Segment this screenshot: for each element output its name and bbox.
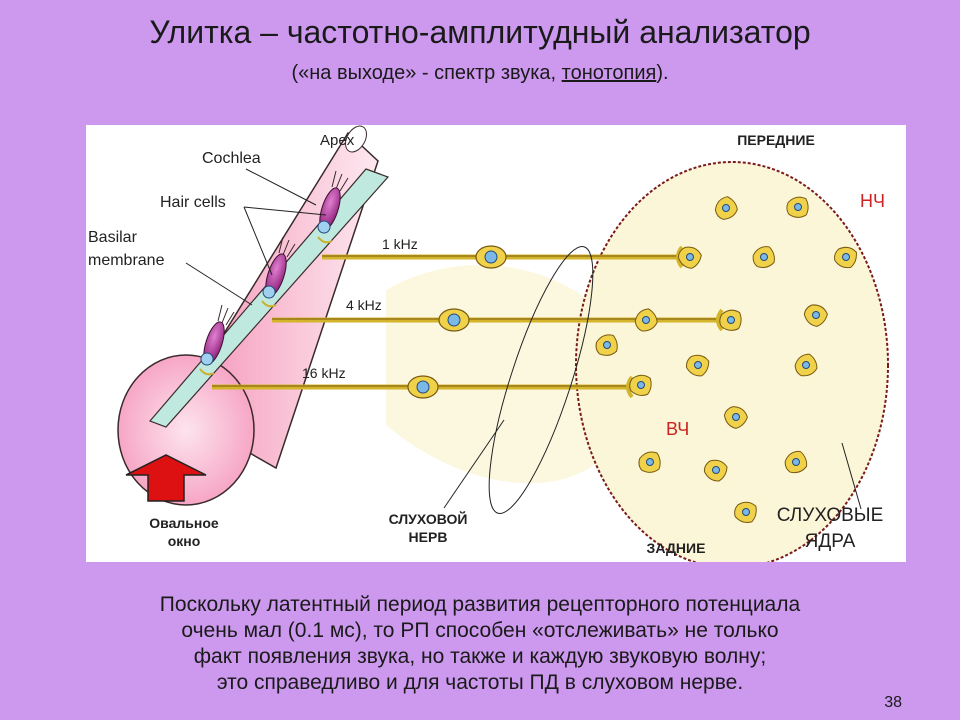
nucleus-neuron bbox=[638, 451, 661, 473]
pointer-hair-cells-2 bbox=[243, 206, 273, 276]
cochlea-diagram: Apex Cochlea Hair cells Basilar membrane… bbox=[88, 125, 889, 562]
nucleus-neuron bbox=[752, 246, 775, 268]
label-oval-window-1: Овальное bbox=[149, 515, 219, 531]
diagram-panel: Apex Cochlea Hair cells Basilar membrane… bbox=[86, 125, 906, 562]
nucleus-neuron bbox=[685, 354, 710, 377]
nucleus-neuron bbox=[714, 196, 738, 220]
label-cochlea: Cochlea bbox=[202, 150, 261, 167]
slide-title: Улитка – частотно-амплитудный анализатор bbox=[149, 14, 811, 50]
nucleus-neuron bbox=[834, 246, 857, 269]
label-freq-16khz: 16 kHz bbox=[302, 365, 346, 381]
nucleus-neuron bbox=[784, 450, 808, 474]
cochlea-apex-ellipse bbox=[345, 125, 367, 153]
caption-line-1: Поскольку латентный период развития реце… bbox=[159, 593, 801, 616]
label-basilar-1: Basilar bbox=[88, 229, 138, 246]
pointer-basilar bbox=[185, 262, 253, 306]
subtitle-prefix: («на выходе» - спектр звука, bbox=[291, 62, 562, 84]
subtitle-link-tonotopy[interactable]: тонотопия bbox=[561, 62, 657, 84]
caption-line-2: очень мал (0.1 мс), то РП способен «отсл… bbox=[181, 619, 779, 642]
ganglion-cell-4khz bbox=[438, 308, 470, 332]
pointer-nuclei bbox=[841, 442, 862, 510]
label-hair-cells: Hair cells bbox=[160, 194, 226, 211]
hair-cell-middle bbox=[261, 236, 296, 308]
nucleus-neuron bbox=[719, 309, 742, 331]
label-posterior: ЗАДНИЕ bbox=[647, 540, 706, 556]
pointer-hair-cells-1 bbox=[243, 206, 327, 216]
ganglion-cell-1khz bbox=[475, 245, 507, 269]
label-anterior: ПЕРЕДНИЕ bbox=[737, 132, 815, 148]
auditory-nuclei-area bbox=[575, 161, 889, 562]
nucleus-neuron bbox=[677, 246, 702, 269]
page-number: 38 bbox=[884, 694, 902, 711]
label-freq-1khz: 1 kHz bbox=[382, 236, 418, 252]
nerve-shadow bbox=[386, 264, 606, 484]
label-low-freq: НЧ bbox=[860, 191, 885, 211]
nucleus-neuron bbox=[786, 196, 809, 218]
nucleus-neuron bbox=[634, 308, 658, 332]
auditory-nerve-bundle bbox=[488, 246, 594, 514]
hair-cell-base bbox=[199, 304, 235, 376]
slide-subtitle: («на выходе» - спектр звука, тонотопия). bbox=[0, 62, 960, 85]
label-freq-4khz: 4 kHz bbox=[346, 297, 382, 313]
terminal-4khz bbox=[716, 308, 724, 332]
nucleus-neuron bbox=[595, 334, 618, 356]
caption-text: Поскольку латентный период развития реце… bbox=[20, 592, 940, 696]
pointer-cochlea bbox=[245, 168, 317, 206]
label-oval-window-2: окно bbox=[168, 533, 201, 549]
label-nuclei-1: СЛУХОВЫЕ bbox=[777, 505, 884, 526]
nucleus-neuron bbox=[803, 304, 828, 327]
label-nerve-1: СЛУХОВОЙ bbox=[389, 510, 468, 527]
subtitle-suffix: ). bbox=[656, 62, 669, 84]
label-basilar-2: membrane bbox=[88, 252, 165, 269]
nucleus-neuron bbox=[794, 353, 818, 377]
label-high-freq: ВЧ bbox=[666, 419, 689, 439]
caption-line-3: факт появления звука, но также и каждую … bbox=[193, 645, 767, 668]
label-apex: Apex bbox=[320, 132, 355, 149]
terminal-16khz bbox=[626, 375, 634, 399]
nucleus-neuron bbox=[723, 406, 748, 429]
pointer-nerve bbox=[443, 419, 505, 509]
cochlea-base-ellipse bbox=[117, 354, 255, 506]
hair-cell-apex bbox=[317, 170, 349, 244]
oval-window-arrow bbox=[125, 454, 207, 502]
ganglion-cell-16khz bbox=[407, 375, 439, 399]
label-nerve-2: НЕРВ bbox=[409, 529, 448, 545]
nucleus-neuron bbox=[703, 459, 728, 482]
nucleus-neuron bbox=[734, 501, 757, 524]
nucleus-neuron bbox=[629, 374, 652, 396]
nucleus-neurons bbox=[595, 196, 857, 524]
caption-line-4: это справедливо и для частоты ПД в слухо… bbox=[216, 671, 744, 694]
label-nuclei-2: ЯДРА bbox=[805, 531, 856, 552]
